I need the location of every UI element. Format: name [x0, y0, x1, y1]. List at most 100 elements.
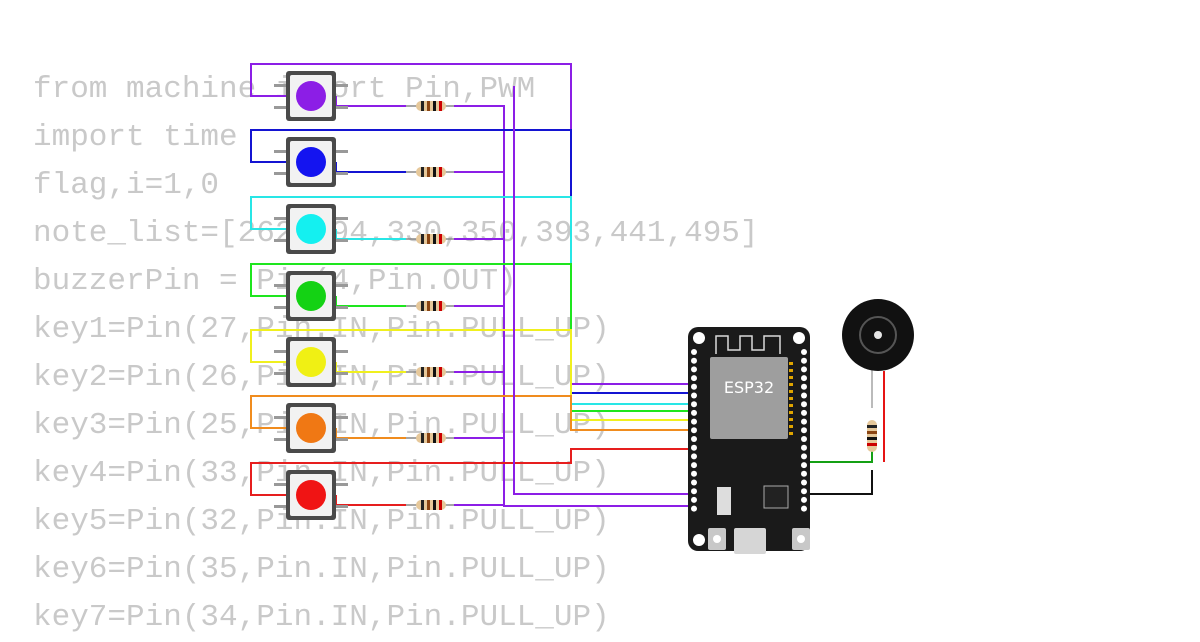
header-pin-right	[801, 409, 807, 416]
mount-hole	[793, 332, 805, 344]
header-pin-left	[691, 462, 697, 469]
push-button	[274, 337, 348, 387]
header-pin-right	[801, 375, 807, 382]
resistor-band	[439, 167, 442, 177]
button-cap	[296, 281, 326, 311]
resistor	[867, 420, 877, 452]
button-leg	[336, 217, 348, 220]
button-leg	[274, 106, 286, 109]
header-pin-right	[801, 453, 807, 460]
header-pin-right	[801, 488, 807, 495]
button-wire	[250, 329, 694, 421]
header-pin-left	[691, 366, 697, 373]
buzzer-signal-wire	[806, 448, 873, 463]
push-button	[274, 271, 348, 321]
button-leg	[336, 239, 348, 242]
button-wire	[250, 63, 694, 385]
button-leg	[274, 372, 286, 375]
button-leg	[274, 505, 286, 508]
header-pin-left	[691, 357, 697, 364]
header-pin-left	[691, 401, 697, 408]
button-leg	[274, 483, 286, 486]
header-pin-left	[691, 505, 697, 512]
button-leg	[274, 438, 286, 441]
esp32-chip	[710, 357, 788, 439]
button-leg	[336, 350, 348, 353]
header-pin-left	[691, 470, 697, 477]
gnd-wire	[454, 504, 694, 507]
button-leg	[336, 172, 348, 175]
resistor-band	[427, 101, 430, 111]
chip-pin	[789, 383, 793, 386]
button-wire	[335, 296, 406, 307]
button-cap	[296, 347, 326, 377]
gnd-wire	[454, 171, 694, 507]
esp32-board[interactable]: ESP32	[688, 327, 810, 554]
header-pins	[691, 349, 807, 512]
resistor-band	[439, 301, 442, 311]
push-button	[274, 137, 348, 187]
code-line: import time	[33, 120, 238, 155]
resistor-body	[867, 420, 877, 452]
chip-pin	[789, 390, 793, 393]
chip-pin	[789, 369, 793, 372]
resistor-band	[433, 234, 436, 244]
resistor-band	[867, 425, 877, 428]
code-line: flag,i=1,0	[33, 168, 220, 203]
button-leg	[336, 106, 348, 109]
resistor	[406, 301, 454, 311]
mount-hole	[693, 534, 705, 546]
header-pin-left	[691, 444, 697, 451]
button-cap	[296, 480, 326, 510]
resistor-band	[439, 367, 442, 377]
resistor-band	[421, 167, 424, 177]
header-pin-left	[691, 427, 697, 434]
resistor-band	[439, 101, 442, 111]
resistor-band	[427, 433, 430, 443]
resistor-band	[433, 301, 436, 311]
header-pin-right	[801, 392, 807, 399]
button-leg	[274, 416, 286, 419]
resistor-band	[421, 433, 424, 443]
resistor-band	[439, 433, 442, 443]
resistor-band	[421, 500, 424, 510]
header-pin-right	[801, 349, 807, 355]
resistor-band	[427, 301, 430, 311]
button-leg	[274, 306, 286, 309]
resistor-band	[427, 167, 430, 177]
header-pin-left	[691, 383, 697, 390]
button-leg	[274, 150, 286, 153]
resistor-band	[433, 167, 436, 177]
usb-chip	[763, 485, 789, 509]
header-pin-left	[691, 418, 697, 425]
button-cap	[296, 214, 326, 244]
buzzer[interactable]	[842, 299, 914, 371]
resistor-band	[433, 101, 436, 111]
resistor	[406, 433, 454, 443]
button-leg	[336, 438, 348, 441]
resistor-band	[867, 443, 877, 446]
resistor-band	[867, 437, 877, 440]
header-pin-right	[801, 444, 807, 451]
button-wire	[335, 96, 406, 107]
chip-pin	[789, 362, 793, 365]
chip-pin	[789, 397, 793, 400]
usb-port	[734, 528, 766, 554]
header-pin-left	[691, 479, 697, 486]
resistors	[406, 101, 877, 510]
resistor-band	[427, 234, 430, 244]
resistor-band	[433, 367, 436, 377]
button-leg	[336, 84, 348, 87]
button-leg	[274, 84, 286, 87]
resistor-band	[421, 101, 424, 111]
chip-label: ESP32	[724, 378, 774, 397]
resistor	[406, 500, 454, 510]
button-leg	[274, 350, 286, 353]
code-line: key6=Pin(35,Pin.IN,Pin.PULL_UP)	[33, 552, 610, 587]
resistor	[406, 367, 454, 377]
push-button	[274, 403, 348, 453]
button-wire	[335, 229, 406, 240]
header-pin-left	[691, 496, 697, 503]
code-line: note_list=[262,294,330,350,393,441,495]	[33, 216, 759, 251]
